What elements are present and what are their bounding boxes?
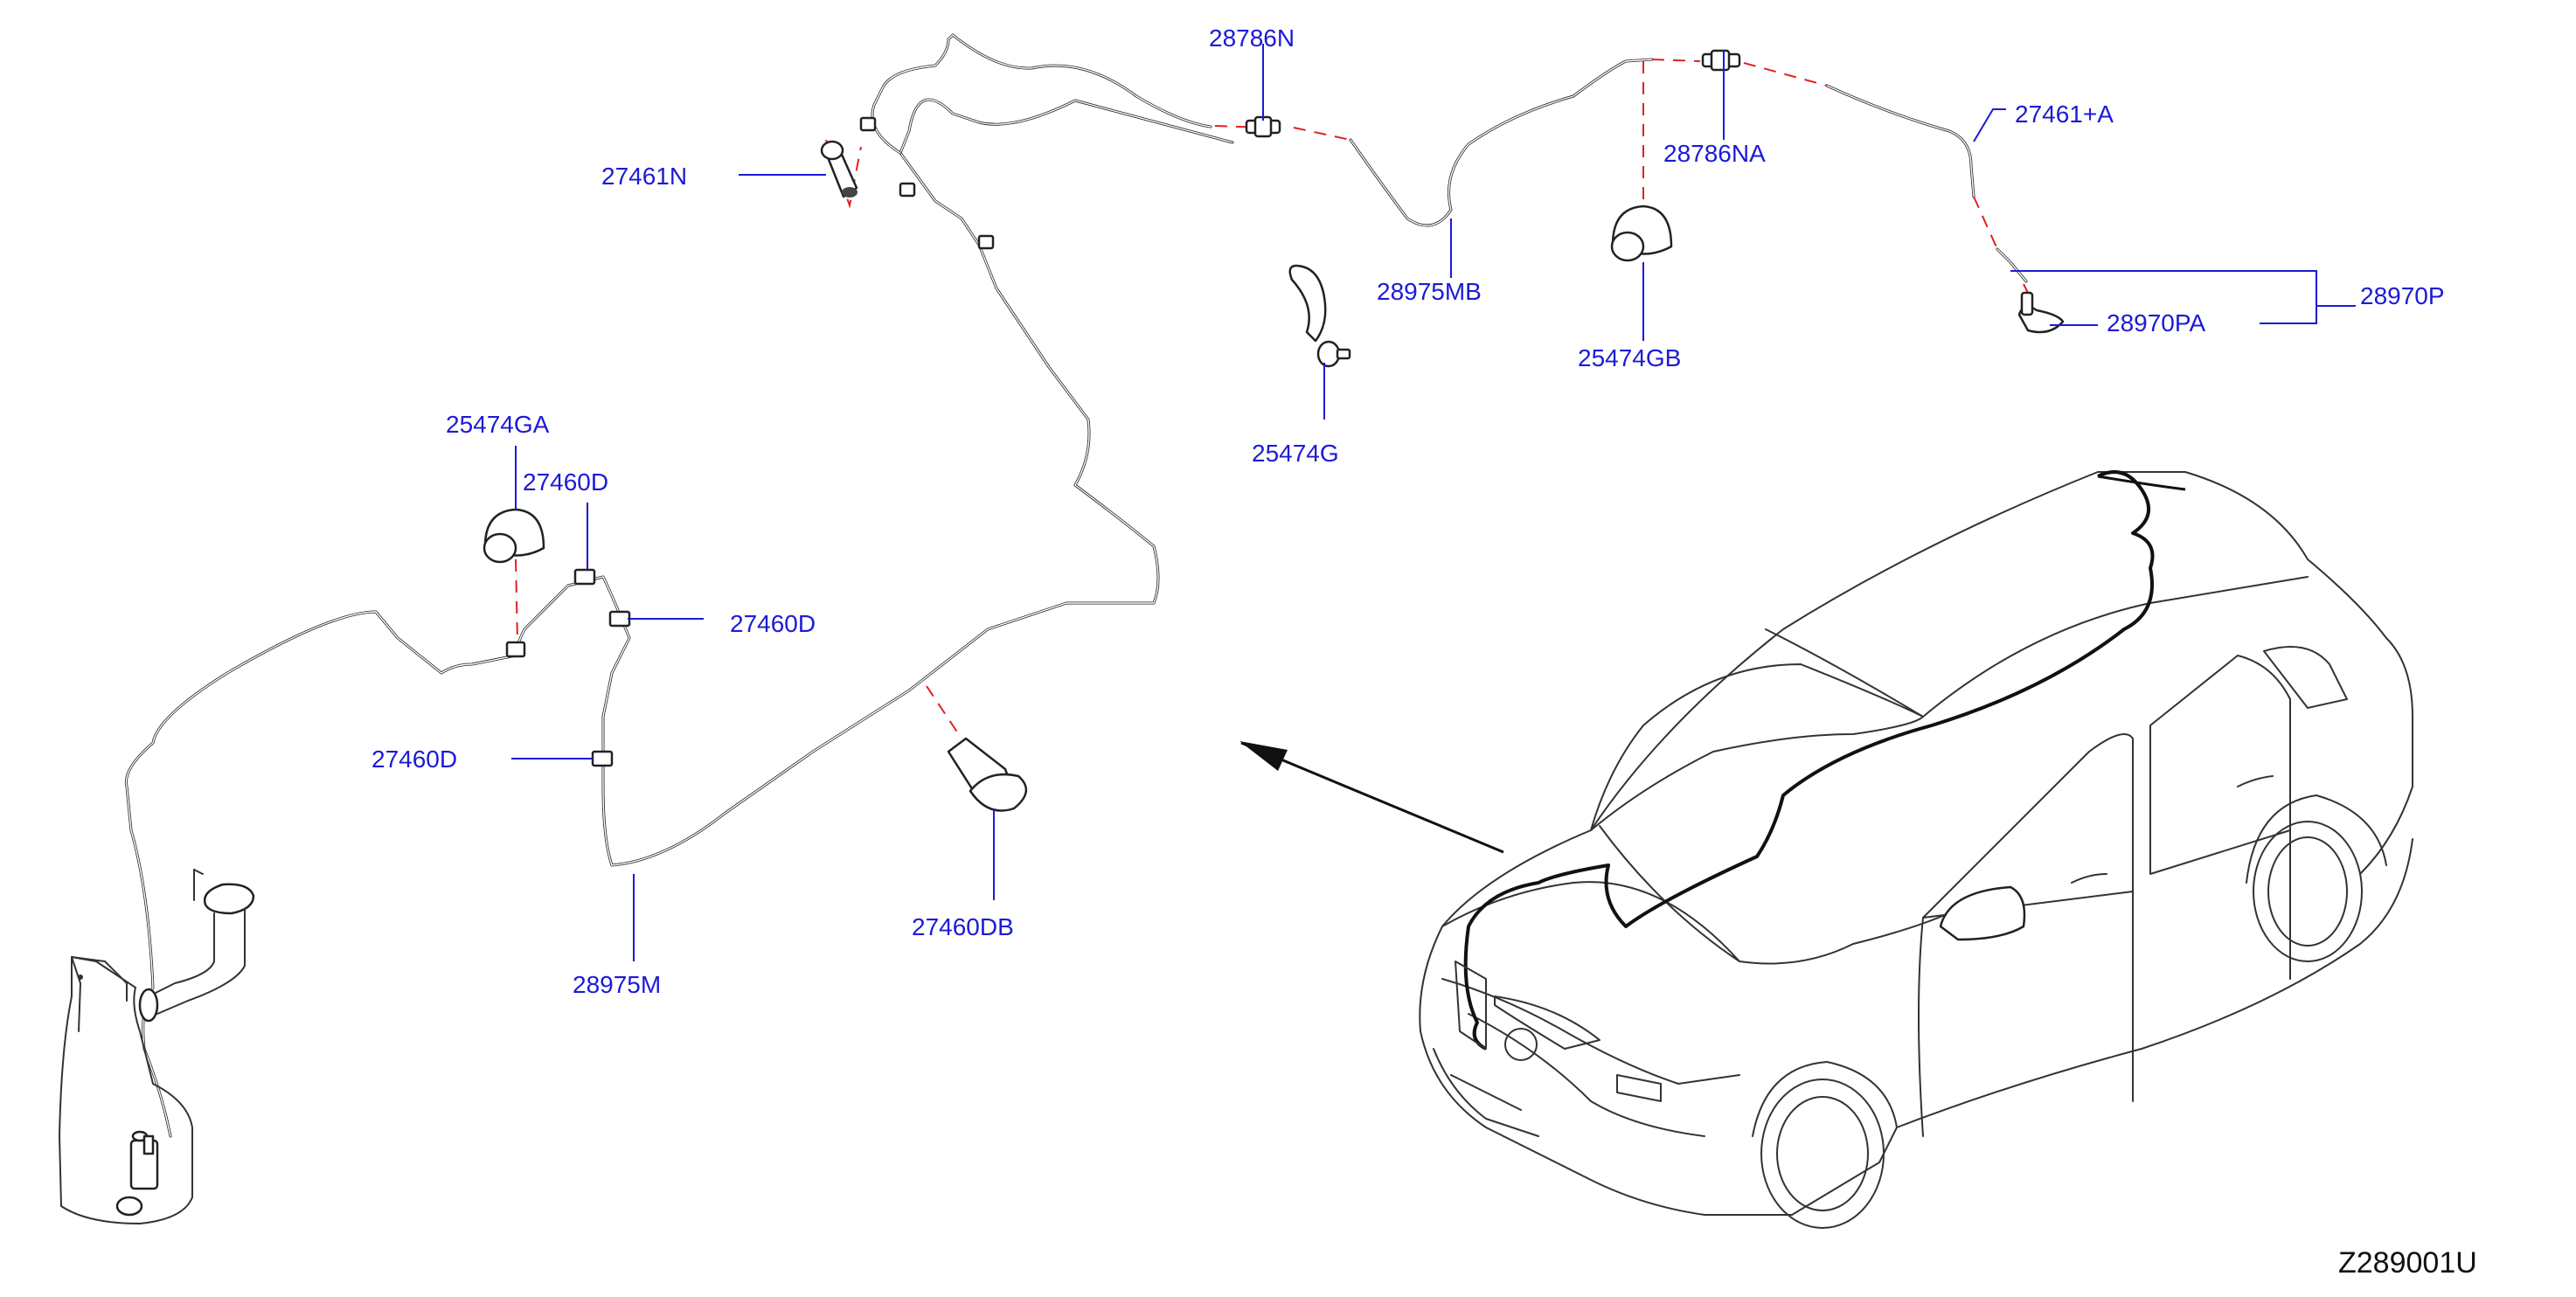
clip-27460D-b [608, 610, 631, 628]
rear-washer-hose [1349, 58, 2028, 283]
label-25474GA: 25474GA [446, 411, 550, 438]
hose-holder-27460DB [947, 737, 1027, 812]
diagram-reference-code: Z289001U [2338, 1246, 2477, 1280]
front-washer-hose [124, 33, 1234, 1138]
label-27460DB: 27460DB [912, 913, 1014, 940]
label-28975M: 28975M [573, 971, 662, 998]
vehicle-outline-icon [1419, 470, 2413, 1229]
hose-joint-28786NA [1701, 49, 1741, 72]
clip-27460D-c [591, 750, 614, 767]
label-28970P: 28970P [2360, 282, 2445, 309]
washer-tank-icon [59, 869, 255, 1224]
label-28970PA: 28970PA [2107, 309, 2206, 336]
label-28786N: 28786N [1209, 24, 1295, 52]
clip-27460D-d [505, 641, 526, 658]
grommet-25474GA [483, 508, 545, 564]
arrow-icon [1239, 741, 1504, 854]
label-27460D-top: 27460D [523, 468, 609, 496]
clip-27460D-a [573, 568, 596, 586]
hose-clips-upper [859, 116, 995, 250]
label-28975MB: 28975MB [1377, 278, 1482, 305]
check-valve-25474G [1288, 264, 1351, 368]
rear-nozzle-28970PA [2017, 291, 2065, 334]
label-27461N: 27461N [601, 163, 688, 190]
washer-nozzle-27461N [820, 140, 858, 198]
label-25474G: 25474G [1252, 440, 1339, 467]
label-28786NA: 28786NA [1663, 140, 1766, 167]
leader-lines [511, 44, 2356, 961]
label-27461A: 27461+A [2015, 101, 2114, 128]
label-25474GB: 25474GB [1578, 344, 1682, 371]
grommet-25474GB [1610, 205, 1673, 262]
label-27460D-mid: 27460D [730, 610, 816, 637]
label-27460D-low: 27460D [371, 746, 458, 773]
